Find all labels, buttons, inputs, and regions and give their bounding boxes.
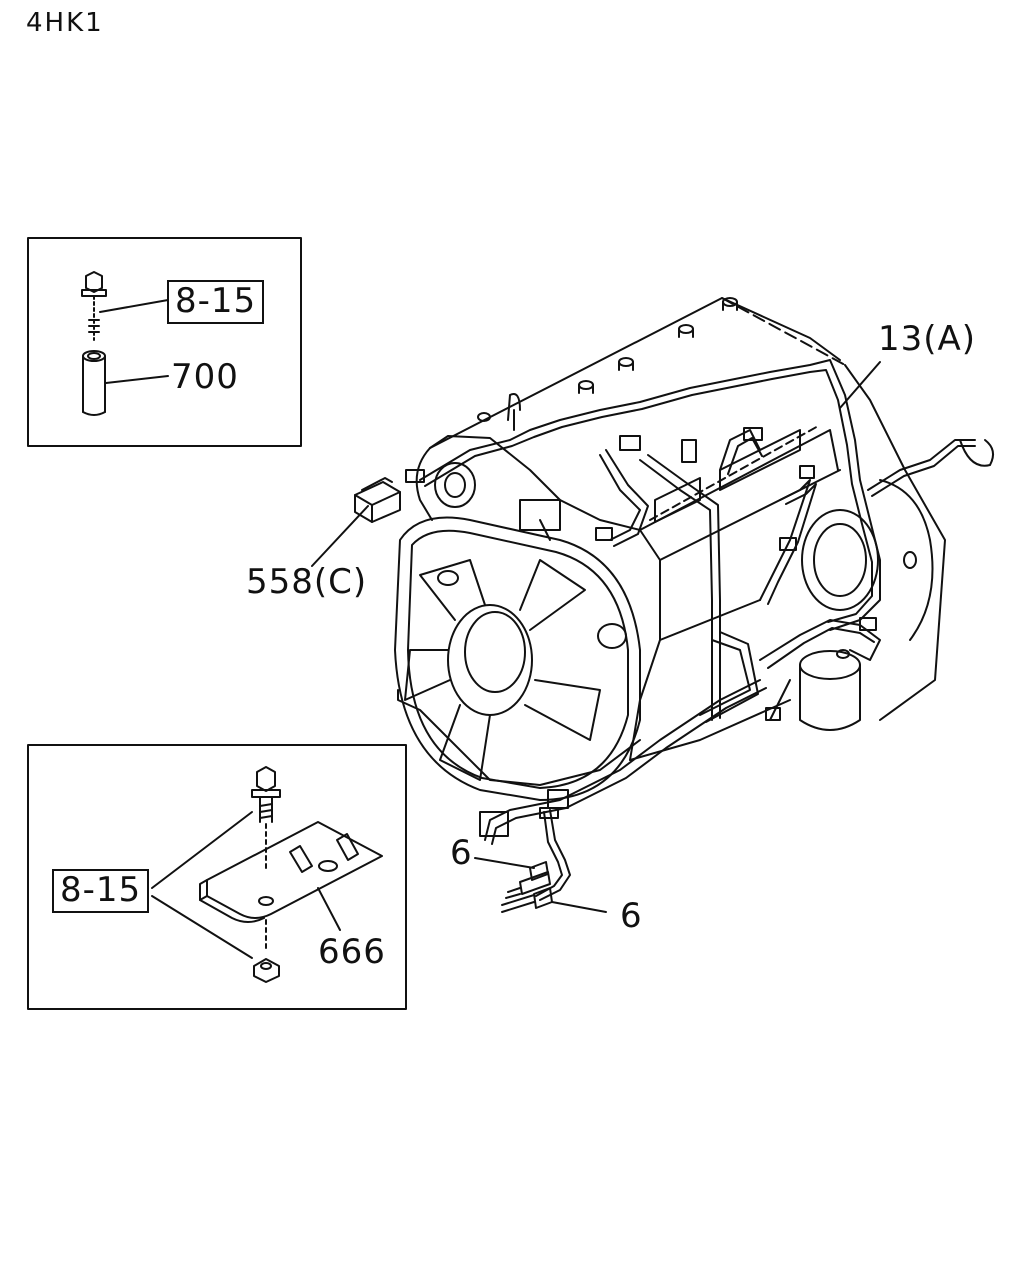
inset-box-top — [27, 237, 302, 447]
diagram-title: 4HK1 — [26, 8, 104, 38]
connector-icons — [405, 427, 877, 837]
terminal-6-icons — [501, 861, 553, 913]
part-label-6-upper[interactable]: 6 — [450, 833, 473, 873]
part-label-558c[interactable]: 558(C) — [246, 562, 368, 602]
cooling-fan-icon — [394, 516, 641, 801]
ref-label-8-15-bottom[interactable]: 8-15 — [52, 869, 150, 913]
part-label-6-lower[interactable]: 6 — [620, 896, 643, 936]
starter-motor-icon — [799, 649, 861, 731]
flange-bolt-icon — [81, 271, 107, 341]
leader-lines — [311, 361, 881, 913]
bracket-bolt-icon — [251, 766, 281, 951]
ref-label-8-15-top[interactable]: 8-15 — [167, 280, 265, 324]
flange-nut-icon — [253, 958, 280, 983]
bracket-plate-icon — [199, 821, 383, 923]
clip-558c-icon — [354, 477, 401, 523]
cap-icons — [477, 297, 738, 422]
engine-block — [397, 297, 946, 786]
part-label-700[interactable]: 700 — [171, 357, 239, 397]
inset-box-bottom — [27, 744, 407, 1010]
part-label-13a[interactable]: 13(A) — [878, 319, 977, 359]
wiring-harness — [419, 359, 995, 901]
part-label-666[interactable]: 666 — [318, 932, 386, 972]
sleeve-icon — [82, 350, 106, 416]
